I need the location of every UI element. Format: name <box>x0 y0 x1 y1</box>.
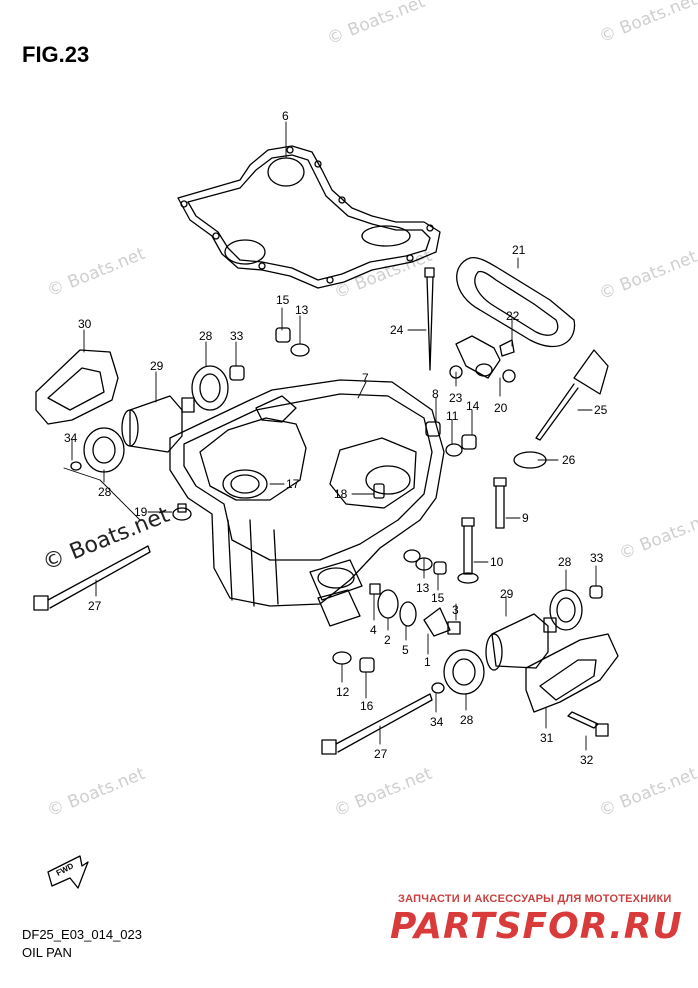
callout-number: 19 <box>134 505 148 519</box>
callout-number: 28 <box>558 555 572 569</box>
seal-cluster-part <box>369 583 461 637</box>
callout-number: 34 <box>430 715 444 729</box>
figure-caption: DF25_E03_014_023 OIL PAN <box>22 926 142 962</box>
rubber-damper-part <box>121 395 195 453</box>
bolt-head-part <box>595 723 609 737</box>
callout-number: 15 <box>431 591 445 605</box>
callout-number: 12 <box>336 685 350 699</box>
callout-number: 15 <box>276 293 290 307</box>
washer-part <box>431 682 445 694</box>
figure-title: FIG.23 <box>22 42 90 67</box>
collar-part <box>443 649 485 695</box>
hose-part <box>456 256 576 348</box>
callout-number: 16 <box>360 699 374 713</box>
callout-number: 8 <box>432 387 439 401</box>
plug-part <box>275 327 310 357</box>
callout-number: 13 <box>416 581 430 595</box>
bolt-part <box>457 477 507 584</box>
callout-number: 11 <box>446 409 459 423</box>
callout-number: 28 <box>98 485 112 499</box>
mount-bracket-part <box>35 349 119 425</box>
callout-number: 32 <box>580 753 594 767</box>
mount-bracket-part <box>525 633 619 713</box>
dipstick-part <box>535 349 609 441</box>
fwd-arrow-icon: FWD <box>47 855 89 889</box>
callout-number: 5 <box>402 643 409 657</box>
callout-number: 33 <box>590 551 604 565</box>
collar-part <box>83 427 125 473</box>
callout-number: 1 <box>424 655 431 669</box>
callout-number: 18 <box>334 487 348 501</box>
washer-part <box>70 461 82 471</box>
callout-number: 20 <box>494 401 508 415</box>
callout-number: 28 <box>199 329 213 343</box>
callout-number: 17 <box>286 477 300 491</box>
figure-code: DF25_E03_014_023 <box>22 927 142 942</box>
bolt-part <box>567 711 599 729</box>
long-bolt-part <box>424 267 435 371</box>
oil-pan-part <box>169 379 445 627</box>
collar-part <box>191 365 245 411</box>
callout-number: 6 <box>282 109 289 123</box>
callout-number: 30 <box>78 317 92 331</box>
leader-lines <box>63 121 597 751</box>
screw-part <box>359 657 375 673</box>
callout-number: 23 <box>449 391 463 405</box>
callout-number: 34 <box>64 431 78 445</box>
callout-number: 14 <box>466 399 480 413</box>
callout-number: 27 <box>88 599 102 613</box>
callout-number: 25 <box>594 403 608 417</box>
callout-number: 7 <box>362 371 369 385</box>
long-bolt-part <box>33 545 151 611</box>
brand-logo: PARTSFOR.RU <box>390 906 683 947</box>
fitting-part <box>449 335 516 383</box>
long-bolt-part <box>321 693 433 755</box>
callout-numbers: 6 21 15 13 24 22 30 28 33 29 7 23 20 25 … <box>64 109 608 767</box>
figure-name: OIL PAN <box>22 945 72 960</box>
callout-number: 29 <box>500 587 514 601</box>
brand-tagline: ЗАПЧАСТИ И АКСЕССУАРЫ ДЛЯ МОТОТЕХНИКИ <box>398 893 672 905</box>
rubber-damper-part <box>485 613 557 671</box>
callout-number: 10 <box>490 555 504 569</box>
gasket-part <box>177 145 441 289</box>
washer-part <box>332 651 352 665</box>
callout-number: 13 <box>295 303 309 317</box>
callout-number: 2 <box>384 633 391 647</box>
callout-number: 22 <box>506 309 520 323</box>
callout-number: 26 <box>562 453 576 467</box>
callout-number: 27 <box>374 747 388 761</box>
callout-number: 4 <box>370 623 377 637</box>
collar-part <box>549 585 603 631</box>
callout-number: 21 <box>512 243 526 257</box>
screw-part <box>172 503 192 521</box>
callout-number: 3 <box>452 603 459 617</box>
callout-number: 9 <box>522 511 529 525</box>
plug-part <box>433 561 447 575</box>
callout-number: 29 <box>150 359 164 373</box>
callout-number: 24 <box>390 323 404 337</box>
plug-part <box>425 421 477 457</box>
callout-number: 31 <box>540 731 554 745</box>
callout-number: 28 <box>460 713 474 727</box>
callout-number: 33 <box>230 329 244 343</box>
